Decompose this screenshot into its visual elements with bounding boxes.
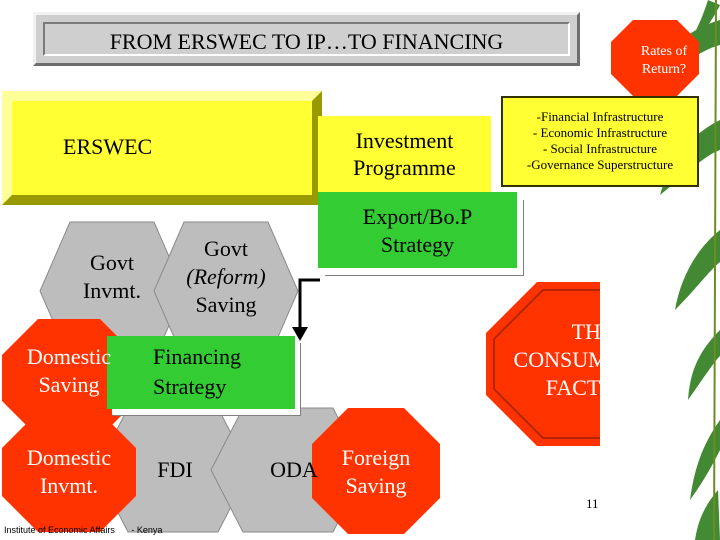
infrastructure-item: -Financial Infrastructure: [536, 109, 664, 124]
govt-reform-saving-label: Govt (Reform) Saving: [170, 235, 282, 319]
govt-invmt-line2: Invmt.: [82, 278, 142, 303]
erswec-label: ERSWEC: [63, 134, 153, 159]
foreign-saving-octagon: [312, 408, 440, 534]
govt-reform-line2: (Reform): [186, 264, 266, 289]
domestic-invmt-label: Domestic Invmt.: [10, 444, 128, 500]
consumption-line1: THE: [571, 319, 615, 344]
govt-reform-line3: Saving: [195, 292, 257, 317]
domestic-saving-line1: Domestic: [26, 344, 112, 369]
page-number: 11: [586, 496, 599, 511]
fdi-label: FDI: [157, 457, 193, 482]
foreign-saving-line1: Foreign: [341, 445, 411, 470]
rates-line1: Rates of: [640, 44, 688, 59]
investment-line2: Programme: [353, 155, 456, 180]
footer-institute: Institute of Economic Affairs: [4, 525, 115, 535]
rates-of-return-octagon: [611, 20, 699, 96]
financing-line2: Strategy: [153, 374, 227, 399]
page-title: FROM ERSWEC TO IP…TO FINANCING: [109, 29, 504, 54]
consumption-factor-label: THE CONSUMPTION FACTOR?: [494, 318, 692, 402]
export-line2: Strategy: [380, 232, 455, 257]
investment-programme-box: Investment Programme: [318, 116, 491, 192]
rates-line2: Return?: [641, 62, 687, 77]
title-box: FROM ERSWEC TO IP…TO FINANCING: [33, 12, 580, 66]
infrastructure-item: - Social Infrastructure: [542, 141, 658, 156]
export-strategy-box: Export/Bo.P Strategy: [318, 192, 517, 268]
financing-line1: Financing: [153, 344, 241, 369]
footer-country: - Kenya: [131, 525, 163, 535]
foreign-saving-label: Foreign Saving: [320, 444, 432, 500]
domestic-saving-line2: Saving: [38, 372, 100, 397]
domestic-saving-label: Domestic Saving: [10, 343, 128, 399]
erswec-box: ERSWEC: [2, 91, 322, 205]
hexagon-grid: [2, 221, 600, 534]
footer: Institute of Economic Affairs - Kenya: [4, 525, 162, 535]
govt-reform-line1: Govt: [204, 236, 248, 261]
export-line1: Export/Bo.P: [362, 204, 473, 229]
domestic-invmt-line2: Invmt.: [39, 473, 99, 498]
domestic-saving-octagon: [2, 319, 136, 437]
investment-line1: Investment: [355, 128, 454, 153]
infrastructure-item: - Economic Infrastructure: [532, 125, 668, 140]
foreign-saving-line2: Saving: [345, 473, 407, 498]
consumption-line3: FACTOR?: [545, 375, 641, 400]
govt-invmt-label: Govt Invmt.: [56, 249, 168, 305]
domestic-invmt-octagon: [2, 412, 136, 532]
infrastructure-box: -Financial Infrastructure - Economic Inf…: [501, 96, 699, 187]
financing-strategy-box: Financing Strategy: [107, 336, 295, 409]
consumption-line2: CONSUMPTION: [513, 347, 673, 372]
connector-arrow: [292, 278, 320, 341]
govt-invmt-line1: Govt: [90, 250, 134, 275]
oda-label: ODA: [270, 457, 318, 482]
domestic-invmt-line1: Domestic: [26, 445, 112, 470]
infrastructure-item: -Governance Superstructure: [526, 157, 674, 172]
